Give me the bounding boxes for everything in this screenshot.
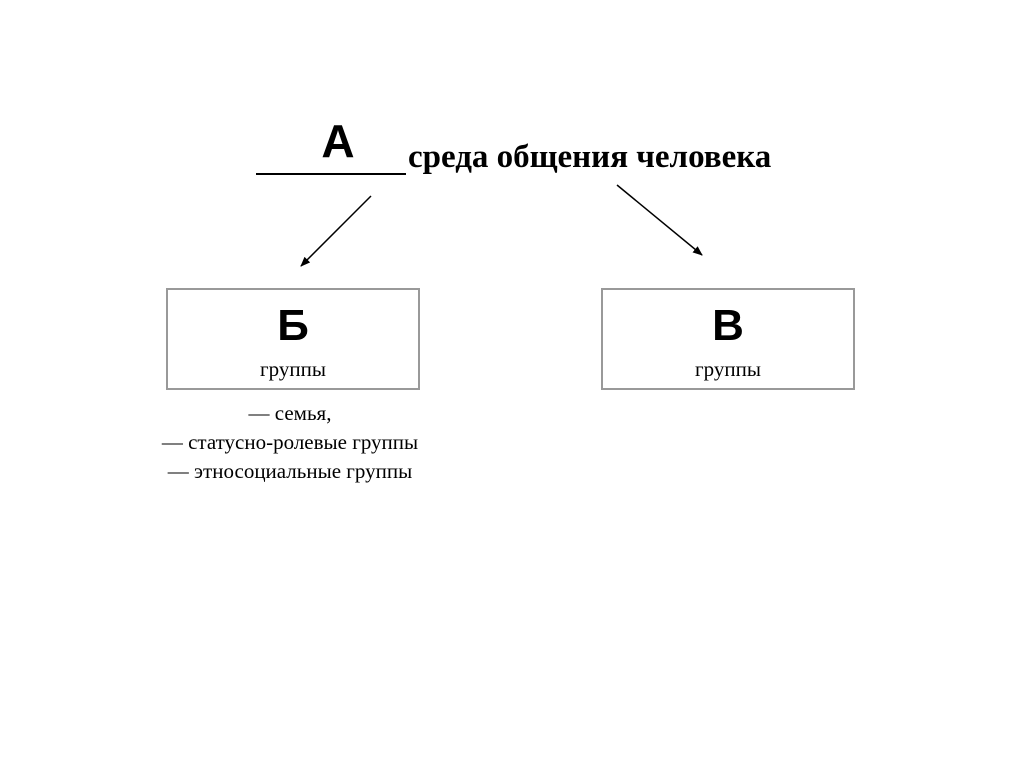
arrow-to-right-box [616, 184, 703, 256]
box-v-letter: В [712, 301, 744, 350]
box-v: В группы [601, 288, 855, 390]
example-item: — этносоциальные группы [167, 459, 413, 483]
box-b: Б группы [166, 288, 420, 390]
examples-list: — семья, — статусно-ролевые группы — этн… [60, 399, 520, 486]
box-b-letter: Б [277, 301, 309, 350]
example-item: — статусно-ролевые группы [161, 430, 419, 454]
box-b-caption: группы [260, 357, 326, 381]
box-v-caption: группы [695, 357, 761, 381]
example-item: — семья, [248, 401, 332, 425]
heading-letter-a: А [321, 115, 355, 167]
arrow-to-left-box [300, 195, 372, 267]
heading-blank-line [256, 173, 406, 175]
heading-text: среда общения человека [408, 139, 772, 175]
